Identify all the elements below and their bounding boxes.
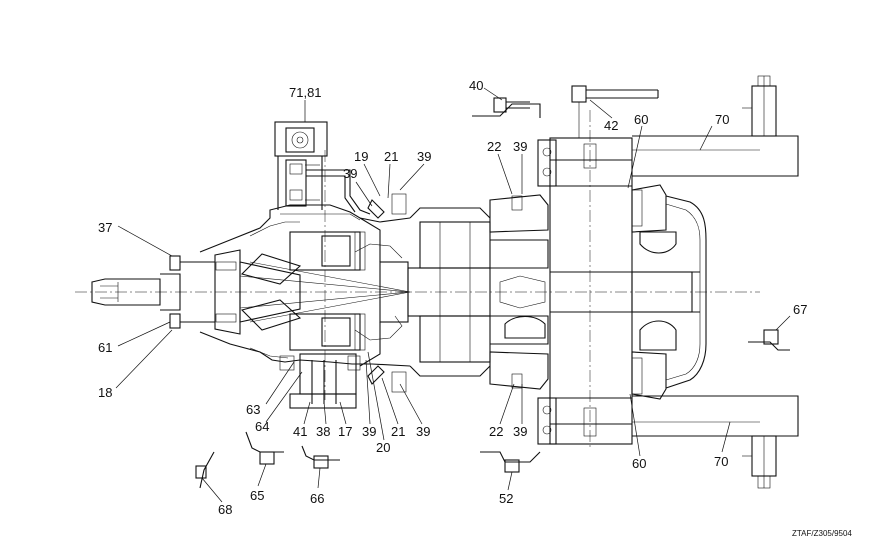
label-39-top-1: 39 bbox=[417, 149, 431, 164]
pump-assembly bbox=[274, 121, 371, 221]
label-60-bottom: 60 bbox=[632, 456, 646, 471]
label-39-bottom-1: 39 bbox=[362, 424, 376, 439]
label-71-81: 71,81 bbox=[289, 85, 322, 100]
label-39-bottom-3: 39 bbox=[513, 424, 527, 439]
part-labels: 71,81 40 42 60 70 19 21 39 39 22 39 37 6… bbox=[98, 78, 807, 517]
label-39-top-3: 39 bbox=[513, 139, 527, 154]
label-63: 63 bbox=[246, 402, 260, 417]
leader-lines bbox=[115, 87, 791, 503]
label-39-bottom-2: 39 bbox=[416, 424, 430, 439]
label-40: 40 bbox=[469, 78, 483, 93]
label-70-top: 70 bbox=[715, 112, 729, 127]
label-39-top-2: 39 bbox=[343, 166, 357, 181]
label-21-bottom: 21 bbox=[391, 424, 405, 439]
label-20: 20 bbox=[376, 440, 390, 455]
axle-arms bbox=[632, 75, 799, 489]
label-66: 66 bbox=[310, 491, 324, 506]
detail-insets bbox=[195, 329, 790, 489]
label-21-top: 21 bbox=[384, 149, 398, 164]
centre-lines bbox=[75, 110, 760, 450]
input-shaft bbox=[91, 249, 241, 335]
label-52: 52 bbox=[499, 491, 513, 506]
lower-components bbox=[279, 353, 361, 409]
label-61: 61 bbox=[98, 340, 112, 355]
label-17: 17 bbox=[338, 424, 352, 439]
label-38: 38 bbox=[316, 424, 330, 439]
intermediate-gear bbox=[354, 193, 491, 393]
label-41: 41 bbox=[293, 424, 307, 439]
label-70-bottom: 70 bbox=[714, 454, 728, 469]
label-67: 67 bbox=[793, 302, 807, 317]
label-19: 19 bbox=[354, 149, 368, 164]
label-18: 18 bbox=[98, 385, 112, 400]
label-65: 65 bbox=[250, 488, 264, 503]
housing-left bbox=[199, 204, 411, 367]
output-shaft bbox=[537, 137, 707, 445]
label-60-top: 60 bbox=[634, 112, 648, 127]
label-22-top: 22 bbox=[487, 139, 501, 154]
label-68: 68 bbox=[218, 502, 232, 517]
middle-bearings bbox=[489, 194, 549, 390]
label-42: 42 bbox=[604, 118, 618, 133]
top-bolts bbox=[472, 85, 659, 138]
bevel-pinion bbox=[215, 253, 411, 331]
label-22-bottom: 22 bbox=[489, 424, 503, 439]
label-37: 37 bbox=[98, 220, 112, 235]
drawing-reference: ZTAF/Z305/9504 bbox=[792, 529, 852, 538]
label-64: 64 bbox=[255, 419, 269, 434]
